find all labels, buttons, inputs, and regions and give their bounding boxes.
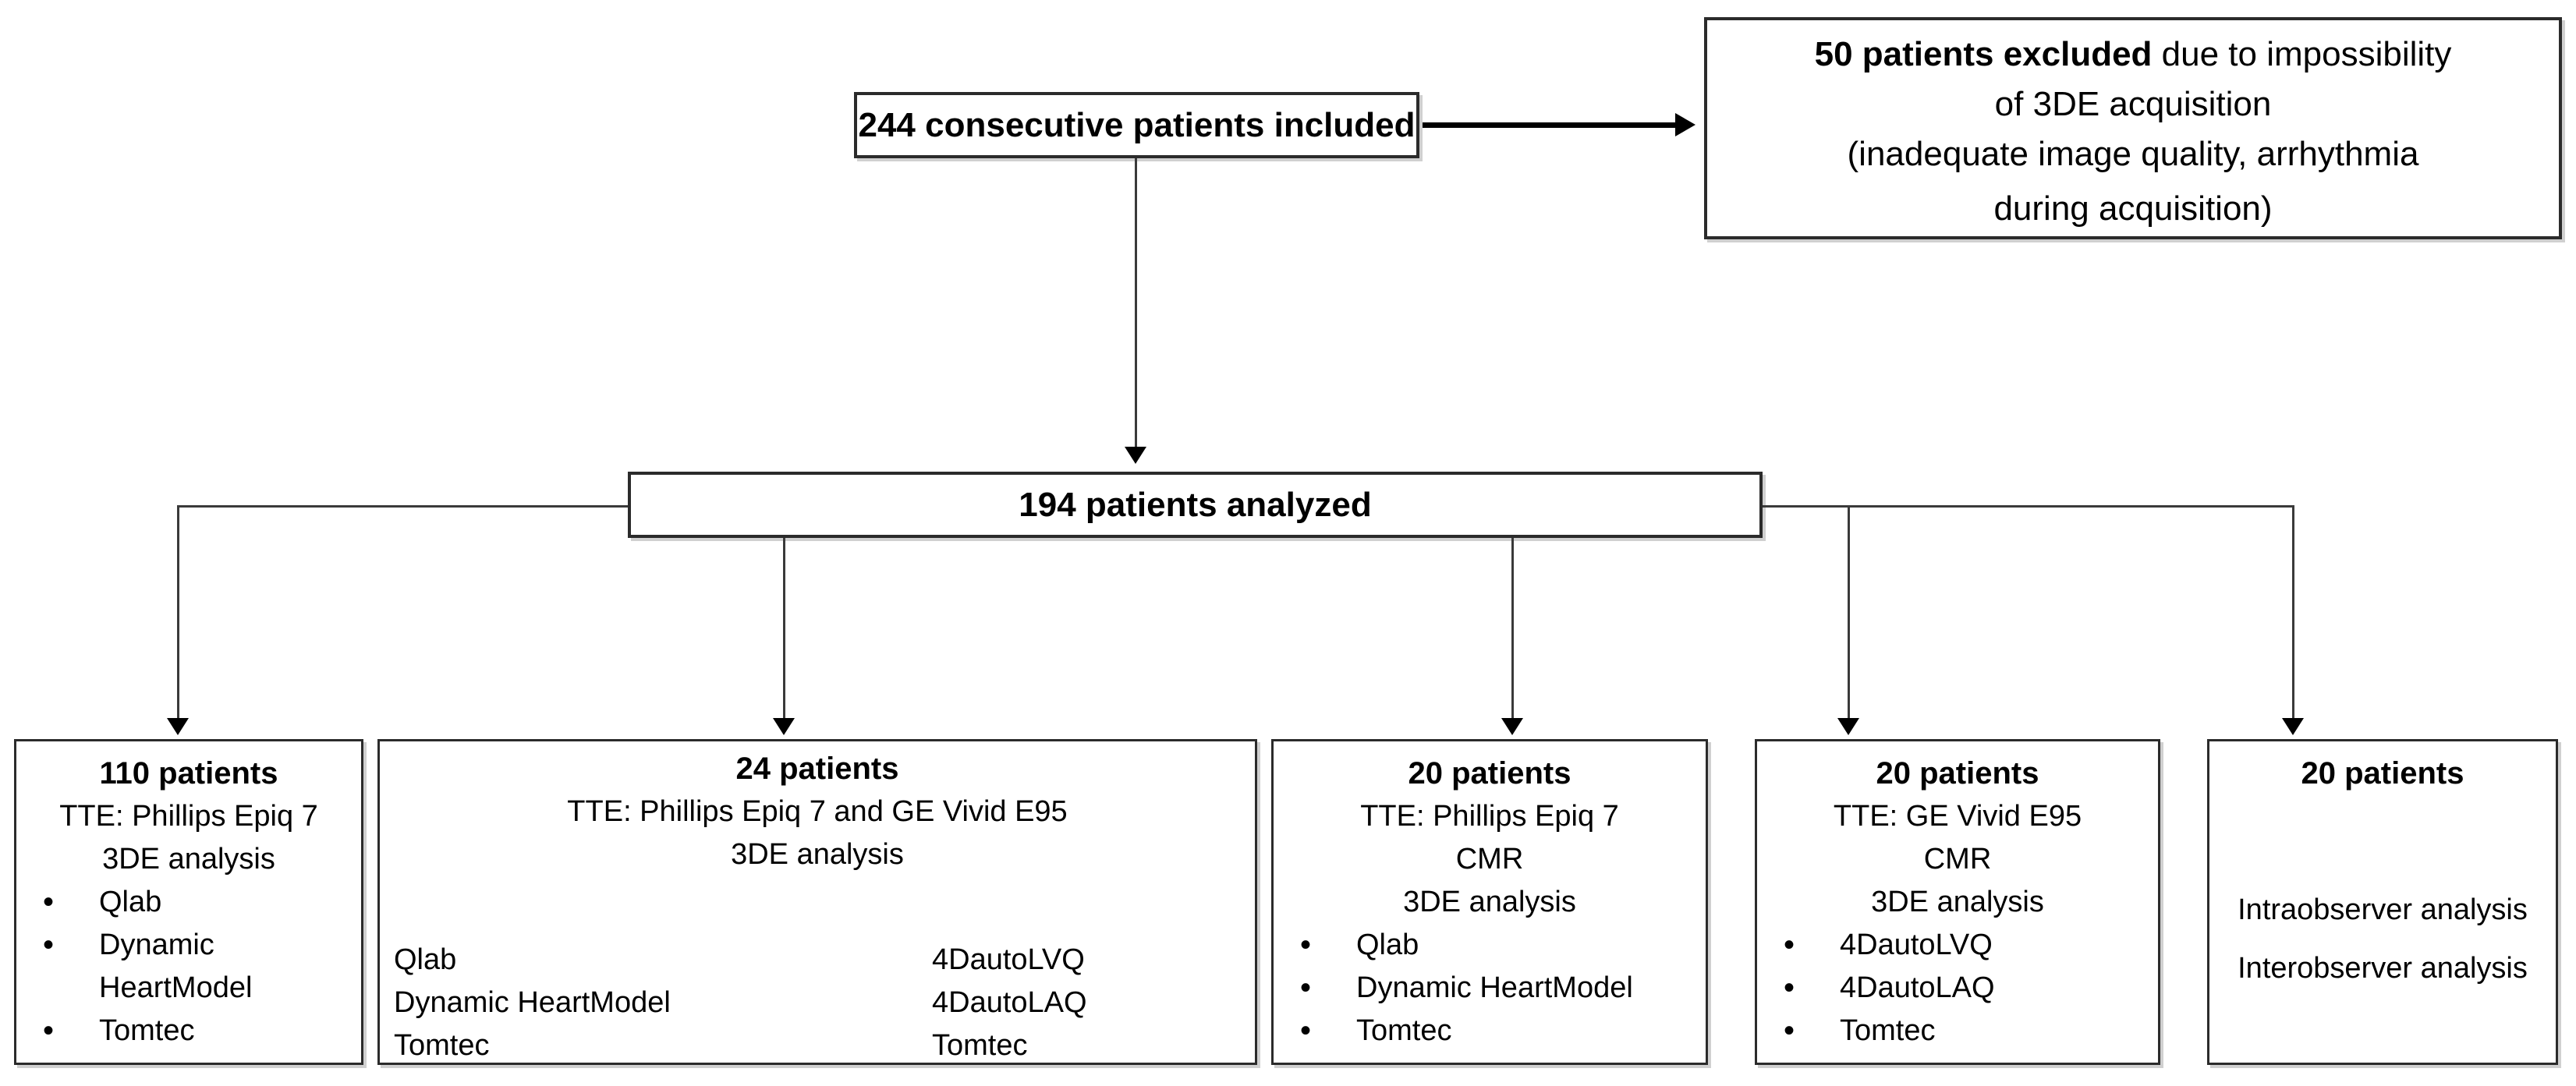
bullet-item: Qlab (43, 881, 361, 924)
group-5-line: Intraobserver analysis (2238, 893, 2528, 926)
group-2-columns: Qlab Dynamic HeartModel Tomtec 4DautoLVQ… (380, 939, 1255, 1067)
box-group-4: 20 patients TTE: GE Vivid E95 CMR 3DE an… (1755, 739, 2160, 1065)
arrow-down-icon-group-5 (2282, 718, 2304, 735)
branch-line-left (177, 505, 628, 508)
column-item: 4DautoLVQ (932, 943, 1085, 976)
group-2-line: 3DE analysis (731, 838, 904, 871)
bullet-item: Tomtec (43, 1010, 361, 1052)
box-group-5: 20 patients Intraobserver analysis Inter… (2207, 739, 2558, 1065)
arrow-down-icon-group-2 (773, 718, 795, 735)
bullet-item: 4DautoLAQ (1784, 967, 2158, 1010)
analyzed-text: 194 patients analyzed (1019, 485, 1372, 524)
included-text: 244 consecutive patients included (858, 105, 1416, 144)
group-3-title: 20 patients (1408, 756, 1571, 791)
group-3-line: TTE: Phillips Epiq 7 (1360, 800, 1619, 833)
excluded-line-1: 50 patients excluded due to impossibilit… (1707, 30, 2559, 80)
connector-to-group-2 (783, 538, 785, 720)
bullet-item: Dynamic HeartModel (43, 924, 271, 1010)
group-3-line: 3DE analysis (1403, 886, 1576, 918)
excluded-line-4: during acquisition) (1993, 189, 2273, 228)
bullet-item: Qlab (1300, 924, 1706, 967)
group-1-line: TTE: Phillips Epiq 7 (59, 800, 318, 833)
excluded-line-2: of 3DE acquisition (1994, 85, 2272, 123)
arrow-right-icon (1675, 113, 1695, 136)
group-2-left-column: Qlab Dynamic HeartModel Tomtec (394, 939, 932, 1067)
box-group-3: 20 patients TTE: Phillips Epiq 7 CMR 3DE… (1271, 739, 1708, 1065)
bullet-item: Dynamic HeartModel (1300, 967, 1706, 1010)
group-1-line: 3DE analysis (102, 843, 275, 876)
box-excluded: 50 patients excluded due to impossibilit… (1704, 17, 2562, 239)
box-included: 244 consecutive patients included (854, 92, 1419, 158)
group-1-bullet-list: Qlab Dynamic HeartModel Tomtec (16, 881, 361, 1052)
connector-to-group-5 (2292, 505, 2294, 720)
group-5-line: Interobserver analysis (2238, 952, 2528, 985)
column-item: Tomtec (932, 1029, 1028, 1062)
arrow-down-icon-group-4 (1837, 718, 1859, 735)
group-1-title: 110 patients (99, 756, 278, 791)
connector-included-to-excluded (1423, 122, 1677, 128)
connector-included-to-analyzed (1135, 158, 1137, 448)
excluded-line-3: (inadequate image quality, arrhythmia (1847, 135, 2419, 173)
group-4-line: 3DE analysis (1871, 886, 2044, 918)
group-2-title: 24 patients (735, 752, 899, 786)
group-5-title: 20 patients (2301, 756, 2464, 791)
arrow-down-icon-group-1 (167, 718, 189, 735)
connector-to-group-4 (1848, 505, 1850, 720)
bullet-item: Tomtec (1784, 1010, 2158, 1052)
box-group-1: 110 patients TTE: Phillips Epiq 7 3DE an… (14, 739, 363, 1065)
spacer (380, 876, 1255, 939)
bullet-item: Tomtec (1300, 1010, 1706, 1052)
group-4-bullet-list: 4DautoLVQ 4DautoLAQ Tomtec (1757, 924, 2158, 1052)
arrow-down-icon-group-3 (1501, 718, 1523, 735)
connector-to-group-1 (177, 505, 179, 720)
group-2-right-column: 4DautoLVQ 4DautoLAQ Tomtec (932, 939, 1244, 1067)
bullet-item: 4DautoLVQ (1784, 924, 2158, 967)
group-4-line: TTE: GE Vivid E95 (1833, 800, 2082, 833)
connector-to-group-3 (1511, 538, 1514, 720)
excluded-line-1-rest: due to impossibility (2152, 35, 2452, 73)
group-3-line: CMR (1455, 843, 1524, 876)
group-2-line: TTE: Phillips Epiq 7 and GE Vivid E95 (567, 795, 1068, 828)
box-group-2: 24 patients TTE: Phillips Epiq 7 and GE … (377, 739, 1257, 1065)
excluded-bold-text: 50 patients excluded (1814, 35, 2153, 73)
column-item: Dynamic HeartModel (394, 986, 671, 1019)
group-4-line: CMR (1923, 843, 1992, 876)
column-item: Tomtec (394, 1029, 490, 1062)
group-3-bullet-list: Qlab Dynamic HeartModel Tomtec (1274, 924, 1706, 1052)
group-4-title: 20 patients (1876, 756, 2039, 791)
excluded-text: 50 patients excluded due to impossibilit… (1707, 20, 2559, 234)
spacer (2209, 795, 2556, 889)
column-item: 4DautoLAQ (932, 986, 1087, 1019)
box-analyzed: 194 patients analyzed (628, 472, 1763, 538)
arrow-down-icon-analyzed (1125, 447, 1146, 464)
branch-line-right (1763, 505, 2294, 508)
column-item: Qlab (394, 943, 457, 976)
